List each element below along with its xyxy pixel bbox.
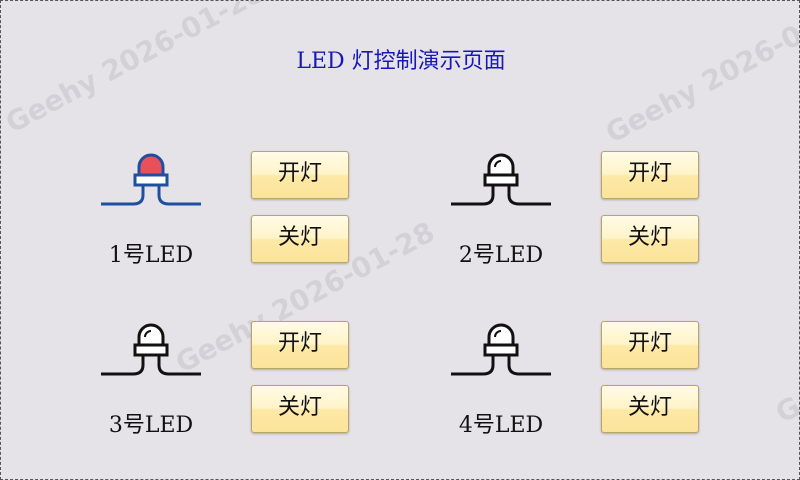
led-3-icon bbox=[99, 319, 203, 379]
led-wire bbox=[101, 355, 201, 376]
led-3-off-button[interactable]: 关灯 bbox=[251, 385, 349, 433]
led-4-label: 4号LED bbox=[458, 413, 544, 438]
led-1-label: 1号LED bbox=[108, 243, 194, 268]
led-wire bbox=[451, 355, 551, 376]
led-base bbox=[133, 173, 169, 187]
led-bulb bbox=[487, 153, 515, 178]
led-4-icon bbox=[449, 319, 553, 379]
watermark: Geehy 2026-01-28 bbox=[770, 265, 800, 430]
led-1-icon bbox=[99, 149, 203, 209]
page-title: LED 灯控制演示页面 bbox=[296, 49, 506, 74]
led-wire bbox=[101, 185, 201, 206]
led-base bbox=[133, 343, 169, 357]
led-1-off-button[interactable]: 关灯 bbox=[251, 215, 349, 263]
led-3-label: 3号LED bbox=[108, 413, 194, 438]
led-4-off-button[interactable]: 关灯 bbox=[601, 385, 699, 433]
led-1-on-button[interactable]: 开灯 bbox=[251, 151, 349, 199]
led-2-label: 2号LED bbox=[458, 243, 544, 268]
led-3-on-button[interactable]: 开灯 bbox=[251, 321, 349, 369]
led-base bbox=[483, 173, 519, 187]
led-base bbox=[483, 343, 519, 357]
led-4-on-button[interactable]: 开灯 bbox=[601, 321, 699, 369]
led-wire bbox=[451, 185, 551, 206]
led-2-off-button[interactable]: 关灯 bbox=[601, 215, 699, 263]
led-bulb bbox=[137, 323, 165, 348]
led-bulb bbox=[487, 323, 515, 348]
led-2-on-button[interactable]: 开灯 bbox=[601, 151, 699, 199]
led-bulb bbox=[137, 153, 165, 178]
led-2-icon bbox=[449, 149, 553, 209]
